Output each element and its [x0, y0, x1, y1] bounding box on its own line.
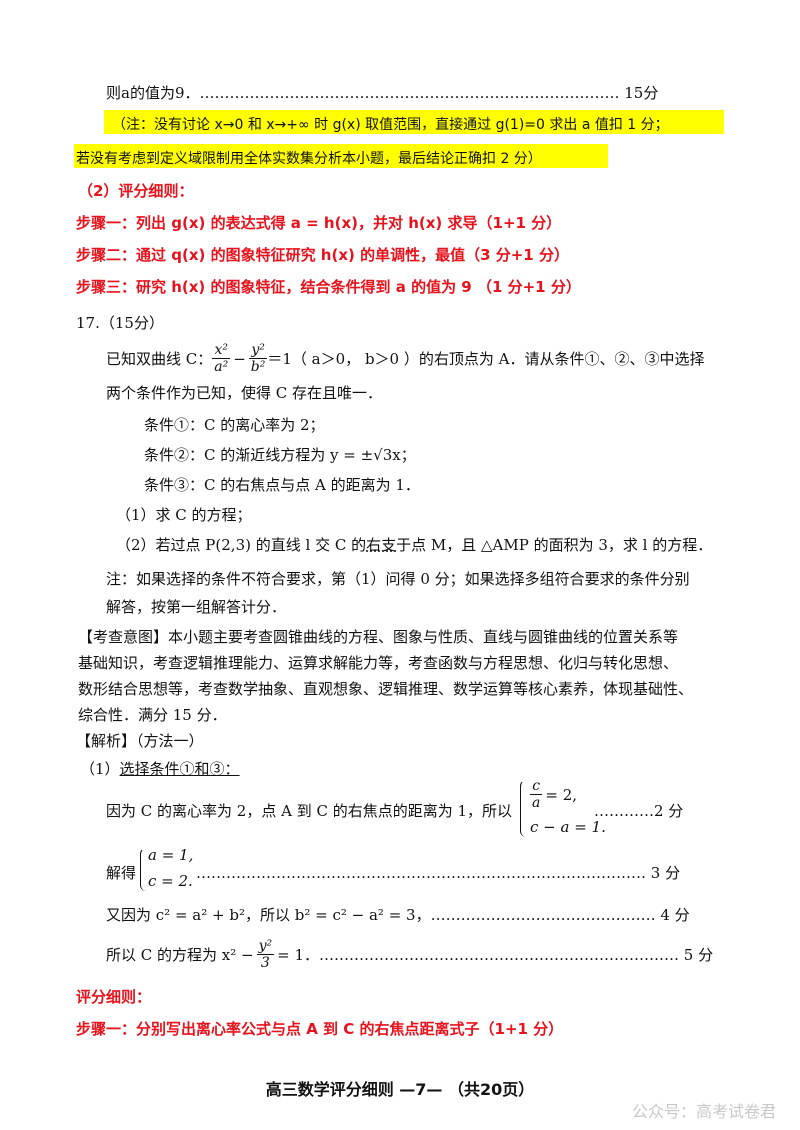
part-1: （1）求 C 的方程； — [116, 506, 252, 524]
rubric-step-1b: 步骤一：分别写出离心率公式与点 A 到 C 的右焦点距离式子（1+1 分） — [76, 1020, 564, 1038]
rubric-step-1: 步骤一：列出 g(x) 的表达式得 a = h(x)，并对 h(x) 求导（1+… — [76, 214, 562, 232]
score-3: ……………………………………………………………………………… 3 分 — [196, 864, 681, 882]
highlight-note-1 — [104, 110, 724, 134]
system-2-eq1: a = 1, — [148, 846, 194, 864]
brace-system-2 — [140, 848, 147, 891]
watermark: 公众号：高考试卷君 — [631, 1102, 776, 1121]
note-4: 解答，按第一组解答计分． — [106, 598, 287, 616]
intent-line-2: 基础知识，考查逻辑推理能力、运算求解能力等，考查函数与方程思想、化归与转化思想、 — [78, 654, 679, 672]
stem-prefix: 已知双曲线 C： — [106, 350, 213, 368]
rubric-step-3: 步骤三：研究 h(x) 的图象特征，结合条件得到 a 的值为 9 （1 分+1 … — [76, 278, 581, 296]
score-2: …………2 分 — [594, 802, 684, 820]
rubric-heading: （2）评分细则： — [78, 182, 194, 200]
note-line-2: 若没有考虑到定义域限制用全体实数集分析本小题，最后结论正确扣 2 分） — [76, 151, 542, 167]
solution-step-3: 又因为 c² = a² + b²，所以 b² = c² − a² = 3，………… — [106, 906, 690, 924]
solve-label: 解得 — [106, 864, 137, 882]
score-line-15: 则a的值为9．………………………………………………………………………… 15分 — [106, 84, 659, 102]
highlight-note-2 — [74, 144, 608, 168]
minus-sign: − — [233, 349, 246, 368]
rubric-step-2: 步骤二：通过 q(x) 的图象特征研究 h(x) 的单调性，最值（3 分+1 分… — [76, 246, 569, 264]
solution-heading: 【解析】（方法一） — [76, 732, 204, 750]
condition-3: 条件③：C 的右焦点与点 A 的距离为 1． — [144, 476, 420, 494]
brace-system-1 — [520, 780, 527, 837]
condition-2: 条件②：C 的渐近线方程为 y = ±√3x； — [144, 446, 416, 464]
condition-1: 条件①：C 的离心率为 2； — [144, 416, 325, 434]
part-2: （2）若过点 P(2,3) 的直线 l 交 C 的右支于点 M，且 △AMP 的… — [116, 536, 713, 554]
question-17-number: 17.（15分） — [76, 314, 164, 332]
intent-line-1: 【考查意图】本小题主要考查圆锥曲线的方程、图象与性质、直线与圆锥曲线的位置关系等 — [78, 628, 679, 646]
solution-step-1-text: 因为 C 的离心率为 2，点 A 到 C 的右焦点的距离为 1，所以 — [106, 802, 513, 820]
solution-part-1: （1）选择条件①和③： — [80, 760, 240, 778]
system-1-eq2: c − a = 1. — [530, 818, 606, 836]
page-footer: 高三数学评分细则 —7— （共20页） — [265, 1080, 535, 1099]
choose-conditions: 选择条件①和③： — [119, 760, 240, 778]
intent-line-4: 综合性．满分 15 分． — [78, 706, 227, 724]
stem-suffix: ＝1（ a＞0， b＞0 ）的右顶点为 A．请从条件①、②、③中选择 — [267, 350, 705, 368]
rubric-heading-2: 评分细则： — [76, 988, 152, 1006]
note-3: 注：如果选择的条件不符合要求，第（1）问得 0 分；如果选择多组符合要求的条件分… — [106, 570, 690, 588]
question-17-line2: 两个条件作为已知，使得 C 存在且唯一． — [106, 384, 383, 402]
system-2-eq2: c = 2. — [148, 872, 193, 890]
note-line-1: （注：没有讨论 x→0 和 x→+∞ 时 g(x) 取值范围，直接通过 g(1)… — [112, 117, 669, 133]
right-branch-emphasis: 右支 — [366, 536, 397, 554]
intent-line-3: 数形结合思想等，考查数学抽象、直观想象、逻辑推理、数学运算等核心素养，体现基础性… — [78, 680, 694, 698]
